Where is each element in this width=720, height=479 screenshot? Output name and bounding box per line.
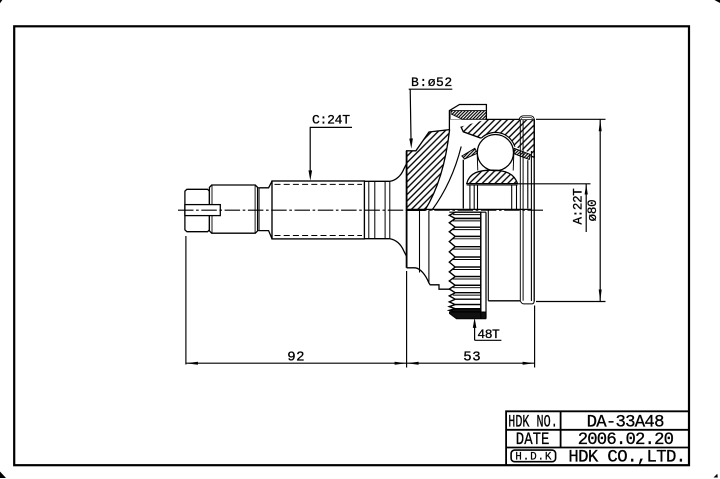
svg-text:C:24T: C:24T: [312, 113, 350, 128]
svg-text:92: 92: [287, 350, 305, 366]
svg-text:HDK NO.: HDK NO.: [508, 414, 557, 433]
svg-text:B:ø52: B:ø52: [411, 75, 453, 90]
svg-text:HDK CO.,LTD.: HDK CO.,LTD.: [568, 449, 685, 468]
svg-text:2006.02.20: 2006.02.20: [578, 431, 674, 450]
svg-text:ø80: ø80: [586, 200, 600, 222]
svg-text:48T: 48T: [477, 327, 500, 342]
svg-text:DA-33A48: DA-33A48: [587, 414, 664, 433]
svg-text:DATE: DATE: [516, 430, 550, 450]
svg-text:H.D.K: H.D.K: [515, 452, 552, 464]
svg-text:53: 53: [463, 350, 481, 366]
svg-text:A:22T: A:22T: [571, 188, 585, 225]
